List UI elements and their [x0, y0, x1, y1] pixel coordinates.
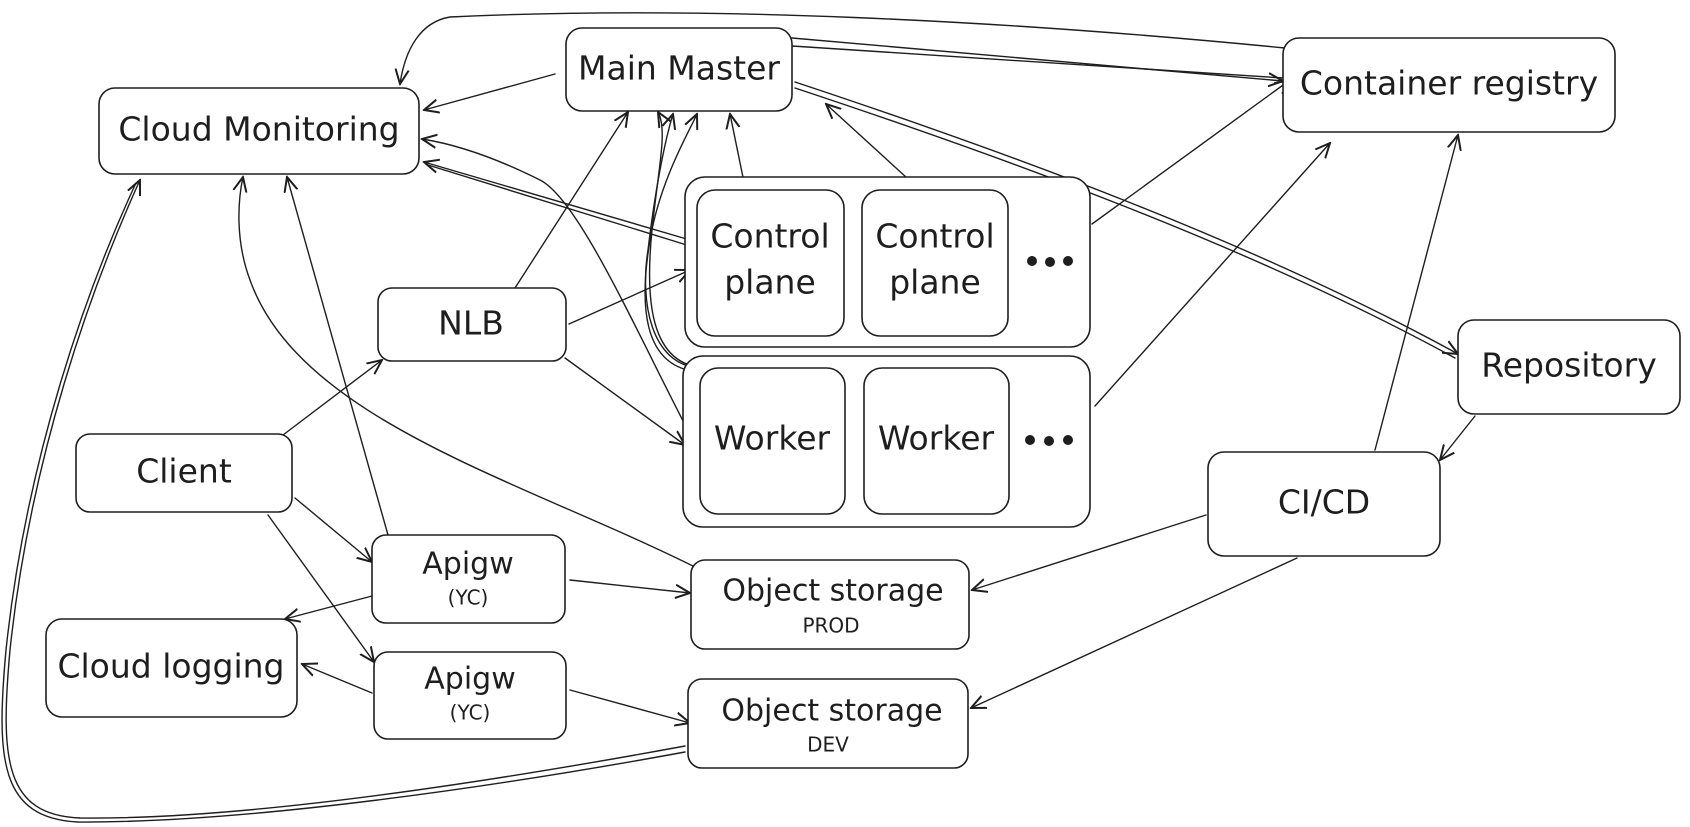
edge-apigw-1-to-cloud-monitoring	[287, 177, 389, 536]
cloud-logging-node[interactable]: Cloud logging	[45, 618, 298, 718]
edge-main-master-to-registry-1	[791, 37, 1283, 81]
edge-apigw-1-to-cloud-logging	[285, 595, 373, 619]
apigw-1-subtitle: (YC)	[448, 586, 489, 610]
edge-object-storage-dev-to-cloud-monitoring	[5, 180, 686, 819]
edge-control-plane-to-cloud-monitoring-1	[424, 162, 691, 241]
cloud-logging-label: Cloud logging	[57, 647, 284, 686]
repository-node[interactable]: Repository	[1457, 319, 1681, 415]
control-plane-2-label-line2: plane	[889, 263, 981, 302]
edge-nlb-to-control-plane	[568, 270, 690, 325]
edge-control-plane-to-main-master-b	[826, 104, 919, 189]
edge-object-storage-prod-to-cloud-monitoring	[239, 177, 696, 568]
edge-cicd-to-registry	[1374, 135, 1458, 451]
object-storage-prod-node[interactable]: Object storage PROD	[690, 559, 970, 650]
control-plane-1-label-line1: Control	[710, 217, 829, 256]
main-master-node[interactable]: Main Master	[565, 27, 793, 112]
worker-2-node[interactable]: Worker	[863, 367, 1010, 515]
apigw-1-node[interactable]: Apigw (YC)	[371, 534, 566, 624]
container-registry-label: Container registry	[1300, 64, 1598, 103]
object-storage-dev-title: Object storage	[721, 694, 942, 729]
edge-worker-to-main-master-2	[644, 114, 701, 373]
nlb-node[interactable]: NLB	[377, 287, 567, 362]
edge-apigw-2-to-cloud-logging	[302, 664, 373, 694]
cloud-monitoring-label: Cloud Monitoring	[118, 110, 399, 149]
object-storage-dev-node[interactable]: Object storage DEV	[687, 678, 969, 769]
control-plane-2-node[interactable]: Control plane	[861, 189, 1009, 337]
object-storage-dev-subtitle: DEV	[807, 733, 849, 757]
worker-more-ellipsis	[1025, 435, 1073, 446]
edge-cicd-to-object-storage-prod	[972, 514, 1207, 590]
edge-apigw-1-to-object-storage-prod	[569, 579, 690, 593]
control-plane-2-label-line1: Control	[875, 217, 994, 256]
cloud-monitoring-node[interactable]: Cloud Monitoring	[98, 87, 420, 175]
edge-client-to-apigw-1	[294, 497, 372, 562]
edge-client-to-nlb	[282, 360, 382, 436]
edge-object-storage-dev-to-cloud-monitoring-2	[1, 182, 686, 823]
object-storage-prod-subtitle: PROD	[802, 614, 859, 638]
ci-cd-label: CI/CD	[1278, 483, 1370, 522]
edge-control-group-to-registry	[1091, 80, 1290, 225]
edge-control-plane-to-cloud-monitoring-2	[427, 164, 691, 247]
edge-cicd-to-object-storage-dev	[971, 557, 1298, 708]
container-registry-node[interactable]: Container registry	[1282, 37, 1616, 133]
edge-main-master-to-repository-1	[794, 81, 1458, 354]
edge-worker-to-main-master-3	[648, 112, 706, 369]
control-plane-1-node[interactable]: Control plane	[696, 189, 845, 337]
client-label: Client	[136, 452, 232, 491]
client-node[interactable]: Client	[75, 433, 293, 513]
edge-worker-to-cloud-monitoring	[422, 139, 696, 445]
object-storage-prod-title: Object storage	[722, 574, 943, 609]
control-plane-1-label-line2: plane	[724, 263, 816, 302]
apigw-2-node[interactable]: Apigw (YC)	[373, 651, 567, 740]
edge-registry-to-cloud-monitoring	[400, 12, 1286, 84]
worker-2-label: Worker	[878, 419, 995, 458]
edge-main-master-to-cloud-monitoring	[424, 73, 556, 110]
repository-label: Repository	[1481, 346, 1656, 385]
edges	[1, 12, 1476, 823]
apigw-2-title: Apigw	[424, 662, 515, 697]
ci-cd-node[interactable]: CI/CD	[1207, 451, 1441, 557]
edge-main-master-to-registry-2	[791, 45, 1284, 79]
edge-nlb-to-worker	[564, 357, 685, 445]
edge-nlb-to-main-master	[514, 112, 628, 289]
apigw-1-title: Apigw	[422, 547, 513, 582]
edge-worker-group-to-registry	[1094, 143, 1330, 407]
edge-apigw-2-to-object-storage-dev	[569, 689, 690, 723]
nlb-label: NLB	[438, 304, 504, 343]
main-master-label: Main Master	[578, 49, 780, 88]
edge-repository-to-cicd	[1440, 415, 1476, 460]
edge-main-master-to-repository-2	[794, 87, 1456, 359]
worker-1-label: Worker	[714, 419, 831, 458]
worker-1-node[interactable]: Worker	[699, 367, 846, 515]
apigw-2-subtitle: (YC)	[450, 701, 491, 725]
edge-control-plane-to-main-master-a	[730, 114, 746, 188]
control-plane-more-ellipsis	[1027, 256, 1073, 267]
edge-client-to-apigw-2	[267, 514, 374, 662]
